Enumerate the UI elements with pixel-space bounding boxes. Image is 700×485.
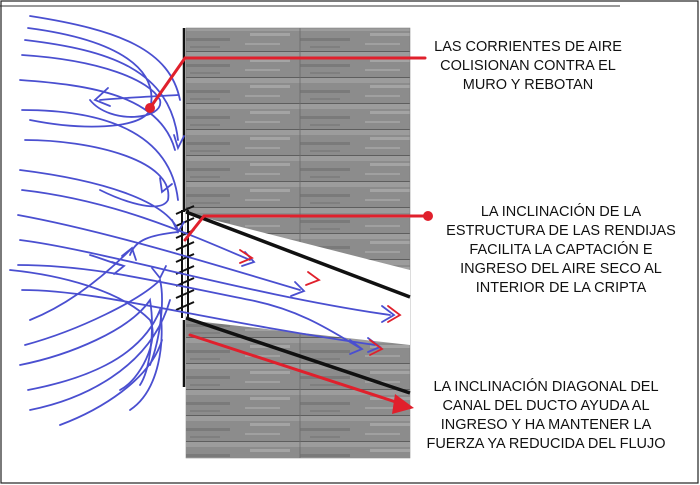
annotation-line: LA INCLINACIÓN DE LA [480, 204, 642, 220]
annotation-line: INTERIOR DE LA CRIPTA [475, 280, 647, 296]
duct-arrows [239, 249, 402, 356]
annotation-line: INGRESO DEL AIRE SECO AL [460, 261, 662, 277]
airflow-lines [9, 15, 391, 426]
annotation-duct-diagonal: LA INCLINACIÓN DIAGONAL DEL CANAL DEL DU… [408, 378, 684, 454]
annotation-line: CANAL DEL DUCTO AYUDA AL [442, 398, 650, 414]
annotation-line: LA INCLINACIÓN DIAGONAL DEL [433, 379, 659, 395]
annotation-grille-inclination: LA INCLINACIÓN DE LA ESTRUCTURA DE LAS R… [430, 203, 692, 298]
red-pointer-ends [145, 103, 433, 414]
annotation-line: LAS CORRIENTES DE AIRE [434, 39, 622, 55]
annotation-wall-collision: LAS CORRIENTES DE AIRE COLISIONAN CONTRA… [408, 38, 648, 95]
annotation-line: MURO Y REBOTAN [462, 77, 594, 93]
grille-channel [186, 213, 410, 345]
wall-outline [182, 28, 411, 395]
red-pointers [148, 56, 430, 407]
diagonal-duct [186, 320, 410, 458]
annotation-line: ESTRUCTURA DE LAS RENDIJAS [446, 223, 676, 239]
annotation-line: COLISIONAN CONTRA EL [440, 58, 616, 74]
annotation-line: FACILITA LA CAPTACIÓN E [469, 242, 653, 258]
annotation-line: INGRESO Y HA MANTENER LA [440, 417, 652, 433]
annotation-line: FUERZA YA REDUCIDA DEL FLUJO [426, 436, 666, 452]
